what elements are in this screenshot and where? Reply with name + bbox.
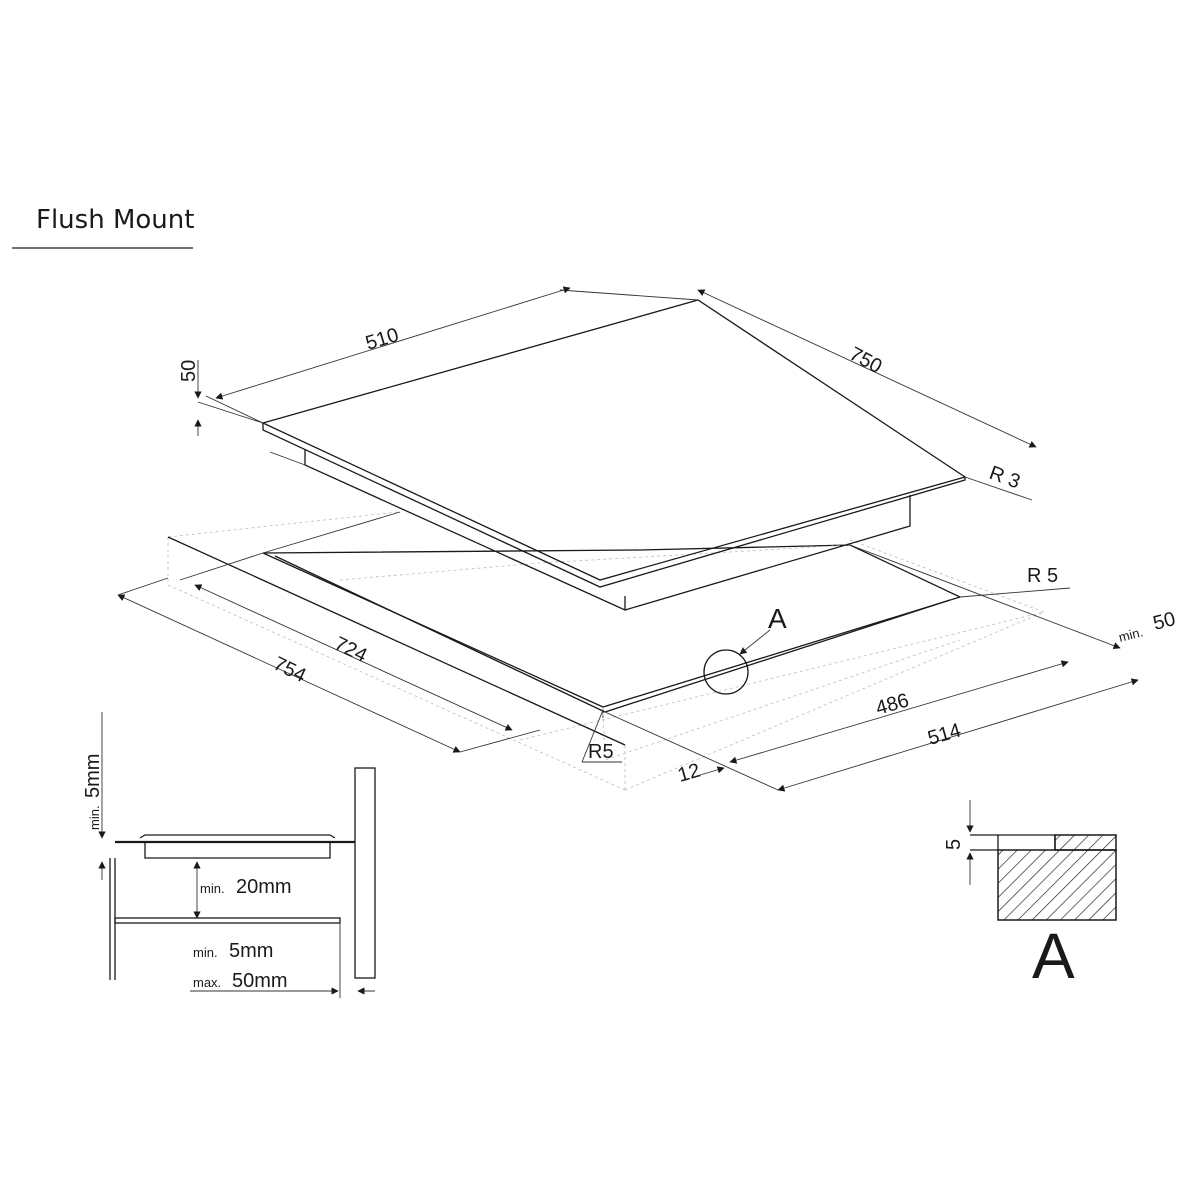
dim-label-514: 514: [925, 719, 963, 749]
dim-r5-right: R 5: [959, 565, 1071, 598]
dim-50-height: 50: [178, 360, 264, 436]
section-min-prefix-depth: min.: [200, 881, 225, 896]
detail-a-label: A: [1032, 920, 1075, 992]
dim-label-724: 724: [331, 633, 371, 667]
dim-754: 754: [117, 577, 541, 753]
dim-label-r5-right: R 5: [1027, 565, 1058, 587]
dim-label-754: 754: [270, 653, 310, 687]
section-side-min: 5mm: [229, 940, 273, 962]
page-title: Flush Mount: [36, 205, 194, 235]
dim-min50: min. 50: [849, 544, 1178, 650]
detail-callout-label: A: [768, 603, 787, 634]
dim-label-12: 12: [675, 760, 702, 787]
dim-label-r3: R 3: [986, 462, 1023, 493]
section-min-prefix-side: min.: [193, 945, 218, 960]
section-side-max: 50mm: [232, 970, 288, 992]
section-min-prefix-top: min.: [87, 805, 102, 830]
dim-label-r5-front: R5: [588, 741, 614, 763]
detail-a: 5 A: [943, 800, 1117, 992]
dim-label-50: 50: [178, 360, 200, 382]
dim-514: 514: [604, 678, 1139, 792]
dim-r3: R 3: [964, 462, 1033, 501]
section-depth-clearance: 20mm: [236, 876, 292, 898]
dim-label-486: 486: [873, 689, 911, 719]
dim-label-510: 510: [363, 324, 401, 355]
detail-a-dim-5: 5: [943, 839, 965, 850]
section-max-prefix-side: max.: [193, 975, 221, 990]
detail-callout-a: A: [703, 603, 787, 695]
section-view: min. 5mm min. 20mm min. 5mm max. 50mm: [82, 712, 376, 998]
dim-label-750: 750: [846, 343, 886, 378]
dim-r5-front: R5: [581, 709, 622, 763]
dim-label-min50-prefix: min.: [1117, 624, 1144, 644]
dim-486: 486: [729, 660, 1069, 764]
section-top-clearance: 5mm: [82, 754, 104, 798]
dim-12: 12: [675, 760, 725, 787]
dim-510: 510: [205, 286, 699, 424]
dim-label-min50: 50: [1151, 608, 1178, 635]
dim-750: 750: [697, 289, 1037, 448]
